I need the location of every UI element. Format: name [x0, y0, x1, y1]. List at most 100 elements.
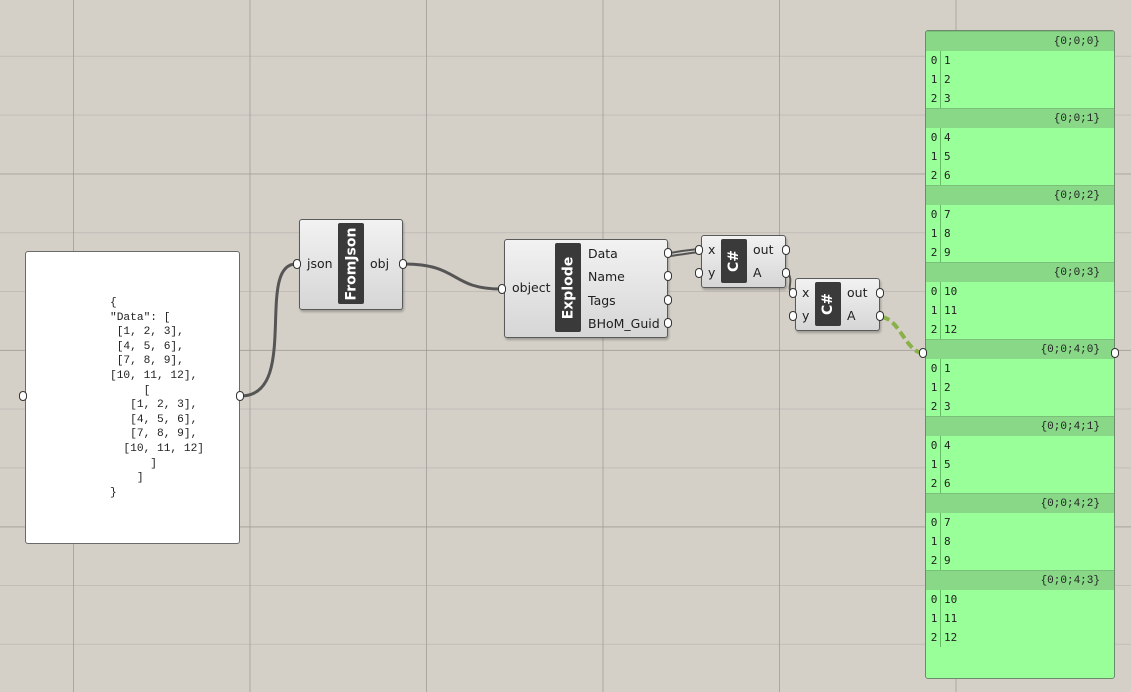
item-index: 2 — [928, 474, 941, 493]
item-value: 11 — [944, 612, 958, 625]
panel-output-grip[interactable] — [236, 391, 244, 401]
item-value: 1 — [944, 362, 951, 375]
explode-input-label: object — [512, 280, 551, 295]
viewer-input-grip[interactable] — [919, 348, 927, 358]
item-value: 8 — [944, 535, 951, 548]
csharp1-y-grip[interactable] — [695, 268, 703, 278]
panel-input-grip[interactable] — [19, 391, 27, 401]
item-value: 4 — [944, 131, 951, 144]
explode-guid-grip[interactable] — [664, 318, 672, 328]
explode-object-grip[interactable] — [498, 284, 506, 294]
panel-text-line: ] — [110, 457, 157, 470]
fromjson-json-grip[interactable] — [293, 259, 301, 269]
item-index: 2 — [928, 397, 941, 416]
csharp1-x-grip[interactable] — [695, 245, 703, 255]
branch-path-header: {0;0;4;2} — [926, 493, 1114, 513]
item-value: 9 — [944, 246, 951, 259]
item-value: 6 — [944, 169, 951, 182]
explode-tags-grip[interactable] — [664, 295, 672, 305]
item-value: 6 — [944, 477, 951, 490]
item-index: 0 — [928, 128, 941, 147]
panel-text-line: [10, 11, 12], — [110, 369, 198, 382]
branch-path-header: {0;0;1} — [926, 108, 1114, 128]
panel-text-line: [4, 5, 6], — [110, 340, 184, 353]
fromjson-component[interactable]: json FromJson obj — [299, 219, 403, 310]
item-value: 12 — [944, 323, 958, 336]
item-index: 2 — [928, 628, 941, 647]
panel-text-line: } — [110, 486, 117, 499]
explode-output-tags: Tags — [588, 293, 616, 308]
item-index: 1 — [928, 455, 941, 474]
item-value: 11 — [944, 304, 958, 317]
explode-component[interactable]: object Explode Data Name Tags BHoM_Guid — [504, 239, 668, 338]
panel-text-line: [7, 8, 9], — [110, 428, 198, 441]
branch-path-header: {0;0;4;1} — [926, 416, 1114, 436]
json-text-panel[interactable]: {"Data": [ [1, 2, 3], [4, 5, 6], [7, 8, … — [25, 251, 240, 544]
csharp1-input-y: y — [708, 265, 716, 280]
item-index: 0 — [928, 282, 941, 301]
item-index: 1 — [928, 70, 941, 89]
item-index: 2 — [928, 89, 941, 108]
panel-text-line: "Data": [ — [110, 311, 171, 324]
fromjson-obj-grip[interactable] — [399, 259, 407, 269]
item-value: 5 — [944, 458, 951, 471]
branch-path-header: {0;0;4;3} — [926, 570, 1114, 590]
item-value: 7 — [944, 516, 951, 529]
csharp2-y-grip[interactable] — [789, 311, 797, 321]
item-value: 12 — [944, 631, 958, 644]
explode-output-name: Name — [588, 269, 625, 284]
csharp1-nickname: C# — [721, 239, 747, 283]
csharp-component-1[interactable]: x y C# out A — [701, 235, 786, 288]
item-value: 4 — [944, 439, 951, 452]
branch-path-header: {0;0;0} — [926, 31, 1114, 51]
item-index: 1 — [928, 301, 941, 320]
csharp1-a-grip[interactable] — [782, 268, 790, 278]
csharp1-out-grip[interactable] — [782, 245, 790, 255]
explode-output-guid: BHoM_Guid — [588, 316, 660, 331]
item-index: 1 — [928, 147, 941, 166]
csharp2-x-grip[interactable] — [789, 288, 797, 298]
fromjson-nickname: FromJson — [338, 223, 364, 304]
csharp1-output-a: A — [753, 265, 762, 280]
item-value: 10 — [944, 593, 958, 606]
csharp2-input-y: y — [802, 308, 810, 323]
item-value: 5 — [944, 150, 951, 163]
wire-panel-to-fromjson — [240, 262, 297, 398]
csharp2-out-grip[interactable] — [876, 288, 884, 298]
fromjson-input-label: json — [307, 256, 333, 271]
csharp2-output-a: A — [847, 308, 856, 323]
wire-fromjson-to-explode — [403, 262, 502, 291]
item-index: 0 — [928, 359, 941, 378]
viewer-output-grip[interactable] — [1111, 348, 1119, 358]
explode-data-grip[interactable] — [664, 248, 672, 258]
csharp-component-2[interactable]: x y C# out A — [795, 278, 880, 331]
csharp2-a-grip[interactable] — [876, 311, 884, 321]
item-value: 2 — [944, 381, 951, 394]
csharp1-input-x: x — [708, 242, 716, 257]
explode-name-grip[interactable] — [664, 271, 672, 281]
item-index: 2 — [928, 551, 941, 570]
panel-text-line: [1, 2, 3], — [110, 399, 198, 412]
item-value: 1 — [944, 54, 951, 67]
csharp2-nickname: C# — [815, 282, 841, 326]
item-value: 9 — [944, 554, 951, 567]
explode-nickname: Explode — [555, 243, 581, 332]
item-index: 0 — [928, 513, 941, 532]
item-value: 3 — [944, 92, 951, 105]
